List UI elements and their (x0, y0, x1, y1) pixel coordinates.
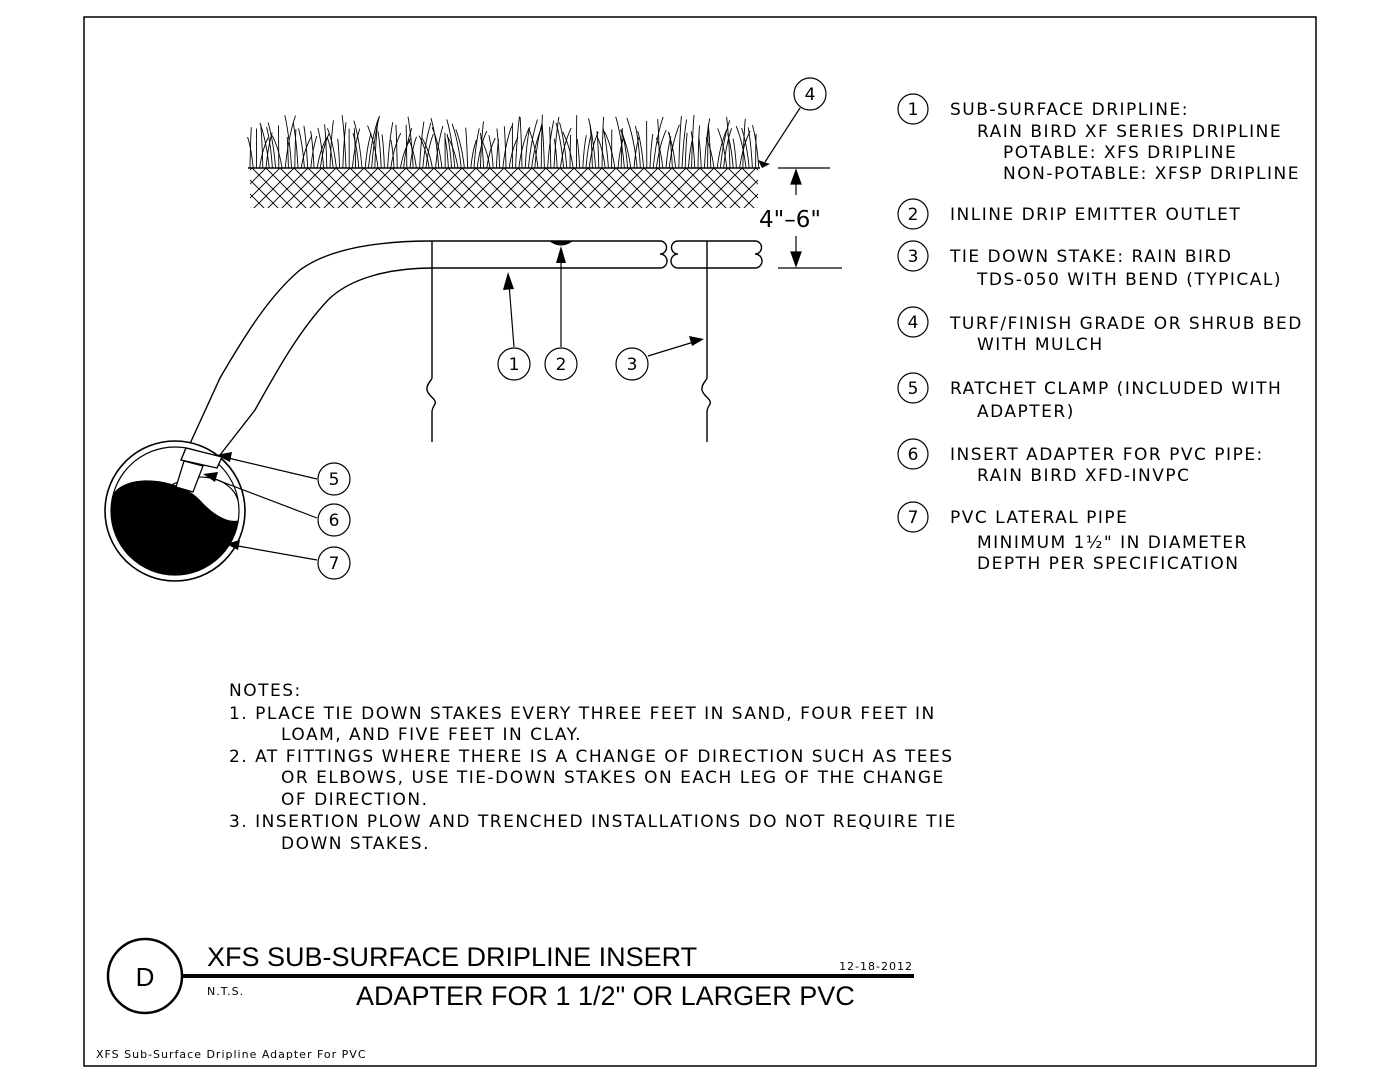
note-line: OR ELBOWS, USE TIE-DOWN STAKES ON EACH L… (281, 768, 945, 788)
legend-item-3: 3 TIE DOWN STAKE: RAIN BIRD TDS-050 WITH… (897, 240, 1282, 290)
legend-item-1: 1 SUB-SURFACE DRIPLINE: RAIN BIRD XF SER… (897, 93, 1300, 184)
svg-text:SUB-SURFACE DRIPLINE:: SUB-SURFACE DRIPLINE: (950, 100, 1189, 120)
drawing-bubble-7: 7 (317, 546, 351, 580)
dripline-pipe (187, 240, 763, 456)
svg-text:4: 4 (805, 85, 816, 105)
footer-caption: XFS Sub-Surface Dripline Adapter For PVC (96, 1048, 367, 1061)
svg-text:POTABLE: XFS DRIPLINE: POTABLE: XFS DRIPLINE (1003, 143, 1237, 163)
legend-item-2: 2 INLINE DRIP EMITTER OUTLET (897, 198, 1241, 230)
legend-item-6: 6 INSERT ADAPTER FOR PVC PIPE: RAIN BIRD… (897, 438, 1264, 486)
title-line-2: ADAPTER FOR 1 1/2" OR LARGER PVC (356, 981, 855, 1011)
svg-text:6: 6 (908, 445, 919, 465)
drawing-bubble-5: 5 (317, 462, 351, 496)
title-block: D XFS SUB-SURFACE DRIPLINE INSERT ADAPTE… (106, 937, 914, 1015)
svg-text:RAIN BIRD XFD-INVPC: RAIN BIRD XFD-INVPC (977, 466, 1191, 486)
svg-text:1: 1 (908, 100, 919, 120)
legend-item-7: 7 PVC LATERAL PIPE MINIMUM 1½" IN DIAMET… (897, 501, 1248, 574)
title-line-1: XFS SUB-SURFACE DRIPLINE INSERT (207, 942, 697, 972)
svg-text:PVC LATERAL PIPE: PVC LATERAL PIPE (950, 508, 1128, 528)
note-line: 2. AT FITTINGS WHERE THERE IS A CHANGE O… (229, 747, 954, 767)
note-line: 3. INSERTION PLOW AND TRENCHED INSTALLAT… (229, 812, 957, 832)
date-label: 12-18-2012 (839, 960, 913, 973)
svg-text:7: 7 (329, 554, 340, 574)
note-line: OF DIRECTION. (281, 790, 429, 810)
svg-text:TURF/FINISH GRADE OR SHRUB BED: TURF/FINISH GRADE OR SHRUB BED (949, 314, 1303, 334)
svg-text:5: 5 (908, 379, 919, 399)
legend: 1 SUB-SURFACE DRIPLINE: RAIN BIRD XF SER… (897, 93, 1303, 574)
note-line: DOWN STAKES. (281, 834, 430, 854)
scale-label: N.T.S. (207, 985, 244, 998)
ratchet-clamp (180, 447, 223, 469)
svg-text:RAIN BIRD XF SERIES DRIPLINE: RAIN BIRD XF SERIES DRIPLINE (977, 122, 1282, 142)
svg-text:4: 4 (908, 313, 919, 333)
stake-left (426, 241, 436, 442)
notes: NOTES: 1. PLACE TIE DOWN STAKES EVERY TH… (229, 681, 957, 854)
turf-grade (247, 114, 760, 208)
svg-text:5: 5 (329, 470, 340, 490)
legend-item-4: 4 TURF/FINISH GRADE OR SHRUB BED WITH MU… (897, 306, 1303, 355)
sheet-border (83, 16, 1317, 1067)
depth-dimension-text: 4"–6" (759, 207, 821, 233)
note-line: 1. PLACE TIE DOWN STAKES EVERY THREE FEE… (229, 704, 936, 724)
stake-right (701, 241, 711, 442)
svg-text:1: 1 (509, 355, 520, 375)
depth-dimension (778, 167, 842, 269)
notes-heading: NOTES: (229, 681, 302, 701)
note-line: LOAM, AND FIVE FEET IN CLAY. (281, 725, 582, 745)
leaders (211, 107, 801, 561)
insert-adapter (175, 460, 204, 493)
svg-text:RATCHET CLAMP (INCLUDED WITH: RATCHET CLAMP (INCLUDED WITH (950, 379, 1282, 399)
svg-text:MINIMUM 1½" IN DIAMETER: MINIMUM 1½" IN DIAMETER (977, 533, 1248, 553)
svg-text:3: 3 (908, 247, 919, 267)
drawing-bubble-2: 2 (544, 347, 578, 381)
svg-text:3: 3 (627, 355, 638, 375)
emitter-outlet (549, 241, 573, 246)
detail-letter: D (136, 962, 155, 992)
drawing-bubble-1: 1 (497, 347, 531, 381)
drawing-bubble-4: 4 (793, 77, 827, 111)
svg-text:NON-POTABLE: XFSP DRIPLINE: NON-POTABLE: XFSP DRIPLINE (1003, 164, 1300, 184)
svg-text:DEPTH PER SPECIFICATION: DEPTH PER SPECIFICATION (977, 554, 1240, 574)
svg-text:WITH MULCH: WITH MULCH (977, 335, 1104, 355)
pvc-lateral-pipe (104, 440, 246, 582)
svg-text:2: 2 (556, 355, 567, 375)
svg-text:7: 7 (908, 508, 919, 528)
svg-text:2: 2 (908, 205, 919, 225)
svg-text:INSERT ADAPTER FOR PVC PIPE:: INSERT ADAPTER FOR PVC PIPE: (950, 445, 1264, 465)
drawing-bubble-6: 6 (317, 503, 351, 537)
svg-text:TIE DOWN STAKE: RAIN BIRD: TIE DOWN STAKE: RAIN BIRD (949, 247, 1232, 267)
drawing-bubble-3: 3 (615, 347, 649, 381)
leader-arrowheads (203, 160, 770, 550)
svg-text:ADAPTER): ADAPTER) (977, 402, 1075, 422)
svg-text:6: 6 (329, 511, 340, 531)
legend-item-5: 5 RATCHET CLAMP (INCLUDED WITH ADAPTER) (897, 372, 1282, 422)
svg-text:TDS-050 WITH BEND (TYPICAL): TDS-050 WITH BEND (TYPICAL) (976, 270, 1282, 290)
svg-text:INLINE DRIP EMITTER OUTLET: INLINE DRIP EMITTER OUTLET (950, 205, 1241, 225)
